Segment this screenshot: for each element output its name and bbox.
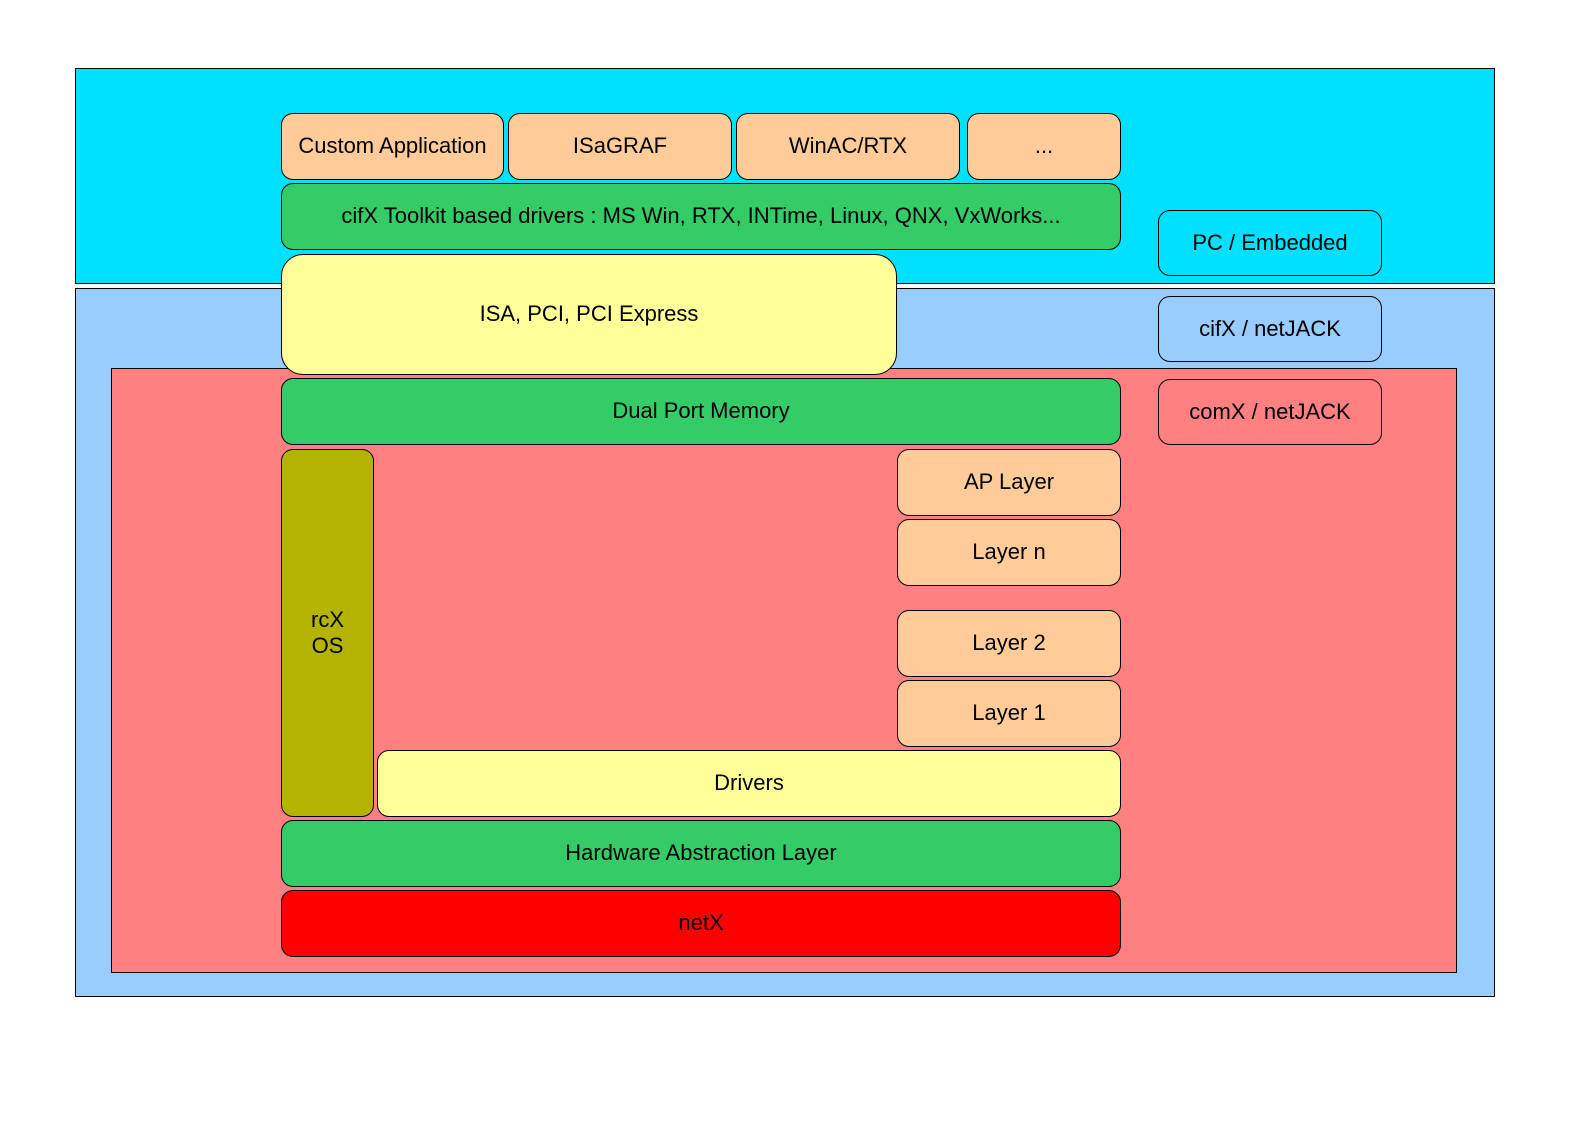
application-box-custom: Custom Application xyxy=(281,113,504,180)
drivers-layer: Drivers xyxy=(377,750,1121,817)
legend-cifx-netjack: cifX / netJACK xyxy=(1158,296,1382,362)
protocol-layer-n: Layer n xyxy=(897,519,1121,586)
protocol-layer-2: Layer 2 xyxy=(897,610,1121,677)
application-box-isagraf: ISaGRAF xyxy=(508,113,732,180)
netx-chip-layer: netX xyxy=(281,890,1121,957)
toolkit-drivers-layer: cifX Toolkit based drivers : MS Win, RTX… xyxy=(281,183,1121,250)
bus-interface-box: ISA, PCI, PCI Express xyxy=(281,254,897,375)
rtos-box: rcX OS xyxy=(281,449,374,817)
legend-comx-netjack: comX / netJACK xyxy=(1158,379,1382,445)
protocol-layer-1: Layer 1 xyxy=(897,680,1121,747)
hardware-abstraction-layer: Hardware Abstraction Layer xyxy=(281,820,1121,887)
application-box-more: ... xyxy=(967,113,1121,180)
dual-port-memory-layer: Dual Port Memory xyxy=(281,378,1121,445)
protocol-layer-ap: AP Layer xyxy=(897,449,1121,516)
legend-pc-embedded: PC / Embedded xyxy=(1158,210,1382,276)
application-box-winac: WinAC/RTX xyxy=(736,113,960,180)
